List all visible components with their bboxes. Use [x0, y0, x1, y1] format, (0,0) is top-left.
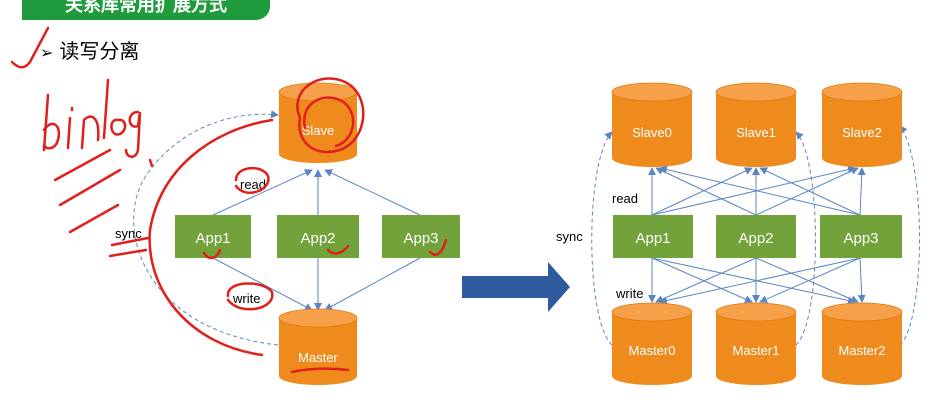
edge-r-app2-master0 [655, 257, 757, 303]
slave1-label: Slave1 [736, 125, 776, 140]
edge-r-app1-slave1 [651, 167, 753, 216]
master0-cylinder: Master0 [611, 302, 693, 385]
app3-ink-mark [428, 238, 448, 256]
app3-label: App3 [403, 230, 438, 247]
sync-curve [133, 110, 279, 346]
edge-r-app2-master2 [755, 257, 859, 303]
edge-r-app1-master1 [651, 257, 753, 303]
slave-ink-circle-inner [302, 96, 355, 148]
slave2-cylinder: Slave2 [821, 82, 903, 167]
write-ink-circle [226, 282, 274, 311]
edge-r-app3-slave0 [659, 165, 861, 216]
ink-curve [148, 118, 274, 357]
slave2-label: Slave2 [842, 125, 882, 140]
slave-label: Slave [302, 123, 335, 138]
edge-r-app3-slave2 [857, 167, 866, 216]
master2-label: Master2 [839, 343, 886, 358]
section-banner: 关系库常用扩展方式 [22, 0, 270, 20]
r-sync-label: sync [556, 229, 583, 244]
sync-curve-1 [795, 131, 816, 346]
underline-slashes [53, 148, 122, 234]
slave0-label: Slave0 [632, 125, 672, 140]
sync-curve-2 [899, 125, 920, 346]
r-app2-label: App2 [738, 230, 773, 247]
checkmark-mark [10, 26, 50, 69]
banner-title: 关系库常用扩展方式 [65, 0, 227, 16]
binlog-g-stroke [124, 110, 142, 158]
binlog-o-stroke [110, 118, 127, 136]
slave-ink-circle [296, 77, 365, 153]
read-label: read [240, 177, 266, 192]
write-label: write [232, 291, 260, 306]
r-app1-label: App1 [635, 230, 670, 247]
sync-label: sync [115, 226, 142, 241]
master2-cylinder: Master2 [821, 302, 903, 385]
app3-box: App3 [382, 215, 460, 258]
master-cylinder: Master [278, 308, 358, 385]
sync-curve-0 [591, 131, 613, 346]
edge-r-app3-master1 [759, 257, 861, 303]
bullet-item: ➢ 读写分离 [40, 35, 139, 64]
r-read-label: read [612, 191, 638, 206]
sync-ink-underline [108, 236, 150, 258]
app2-ink-mark [326, 244, 350, 255]
slave1-cylinder: Slave1 [715, 82, 797, 167]
app1-label: App1 [195, 230, 230, 247]
slave0-cylinder: Slave0 [611, 82, 693, 167]
right-diagram: Slave0 Slave1 Slave2 App1 App2 App3 [556, 82, 920, 385]
binlog-i-stroke [66, 106, 74, 150]
edge-r-app3-master2 [857, 257, 866, 303]
edge-r-app1-master2 [651, 257, 856, 305]
app2-label: App2 [300, 230, 335, 247]
edge-app3-master [324, 257, 421, 311]
edge-r-app3-master0 [659, 257, 861, 305]
edge-r-app3-slave1 [759, 167, 861, 216]
left-diagram: Slave App1 App2 App3 Master read write s… [115, 82, 460, 385]
binlog-l-stroke [102, 78, 110, 140]
edge-app1-master [212, 257, 313, 311]
master-ink-underline [290, 367, 350, 374]
r-app3-label: App3 [843, 230, 878, 247]
app2-box: App2 [277, 215, 359, 258]
master1-cylinder: Master1 [715, 302, 797, 385]
ink-dot [148, 158, 154, 168]
edge-app1-slave [212, 169, 313, 216]
transition-arrow-icon [462, 262, 570, 312]
master0-label: Master0 [629, 343, 676, 358]
bullet-text: 读写分离 [59, 39, 140, 63]
edge-app3-slave [324, 169, 421, 216]
app1-box: App1 [175, 215, 251, 258]
r-app1-box: App1 [613, 215, 693, 258]
r-app2-box: App2 [716, 215, 796, 258]
edge-r-app1-slave2 [651, 165, 856, 216]
r-write-label: write [615, 286, 643, 301]
r-app3-box: App3 [820, 215, 902, 258]
edge-r-app2-slave2 [755, 167, 859, 216]
master-label: Master [298, 350, 338, 365]
binlog-b-stroke [42, 93, 61, 152]
binlog-n-stroke [80, 115, 100, 150]
app1-ink-mark [202, 248, 222, 260]
read-ink-circle [234, 167, 270, 194]
handwritten-annotations [10, 26, 448, 374]
edge-r-app2-slave0 [655, 167, 757, 216]
master1-label: Master1 [733, 343, 780, 358]
bullet-arrow-icon: ➢ [40, 43, 54, 62]
